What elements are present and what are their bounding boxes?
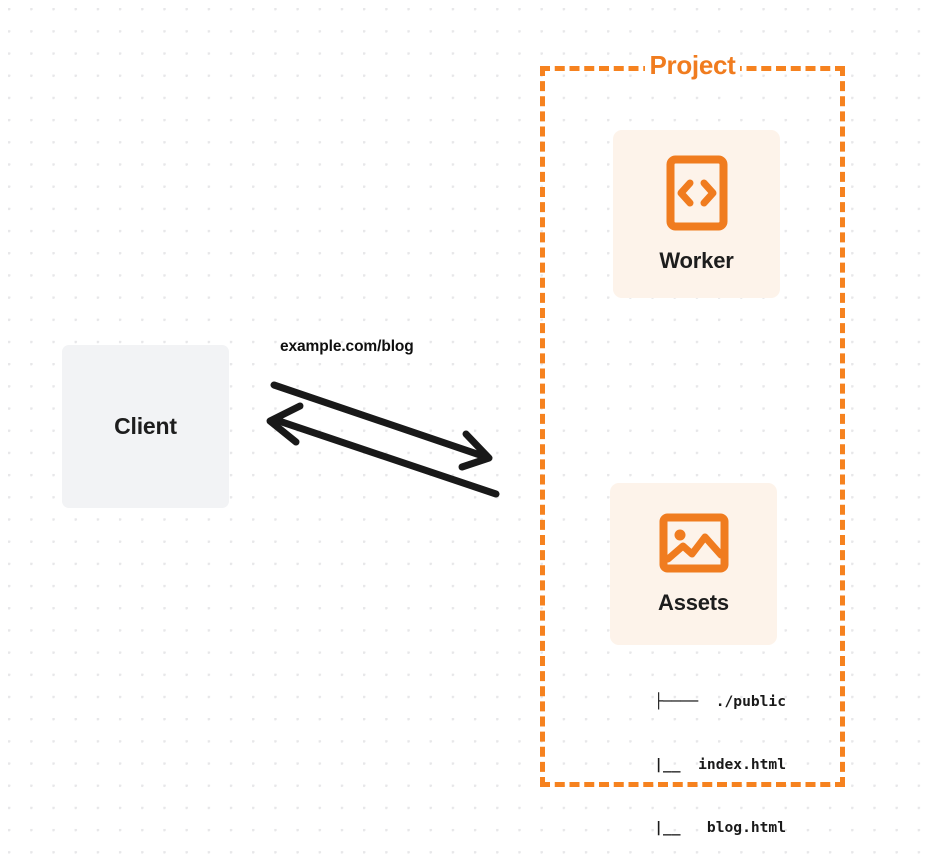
response-arrow <box>266 402 500 498</box>
client-node-label: Client <box>114 413 177 439</box>
file-tree-row: ├──── ./public <box>654 693 786 710</box>
assets-card[interactable]: Assets <box>610 483 777 645</box>
project-title: Project <box>540 48 845 82</box>
connector-url-label: example.com/blog <box>280 338 414 355</box>
assets-card-label: Assets <box>658 589 729 615</box>
file-tree-row: |__ blog.html <box>627 819 786 836</box>
file-tree-row: |__ index.html <box>627 756 786 773</box>
project-title-text: Project <box>645 50 740 80</box>
worker-card[interactable]: Worker <box>613 130 780 298</box>
image-icon <box>659 513 729 578</box>
code-brackets-icon <box>666 155 728 236</box>
client-node[interactable]: Client <box>62 345 229 508</box>
request-arrow <box>270 381 493 471</box>
assets-file-tree: ├──── ./public |__ index.html |__ blog.h… <box>556 649 786 860</box>
worker-card-label: Worker <box>659 247 734 273</box>
